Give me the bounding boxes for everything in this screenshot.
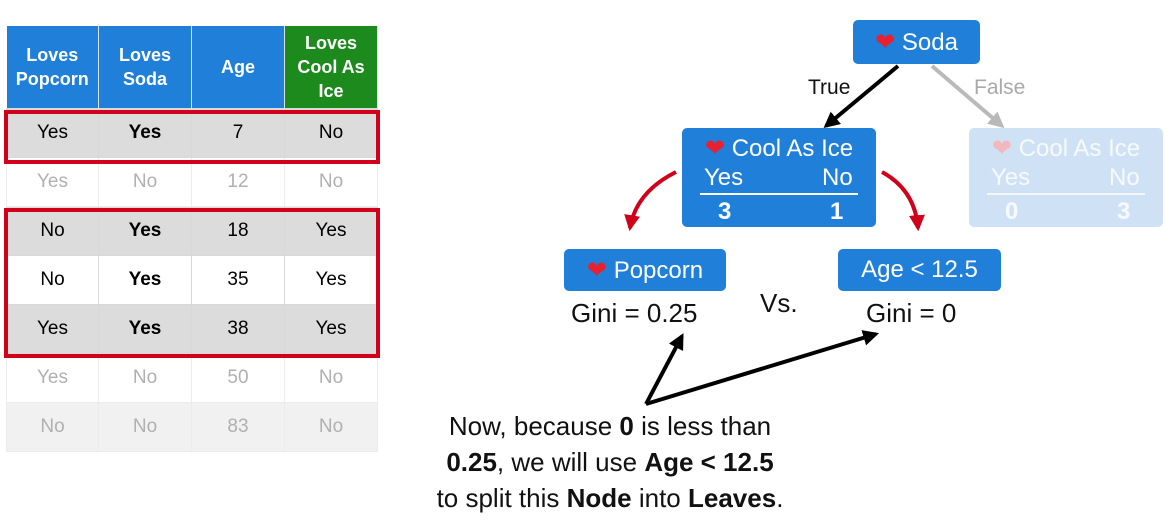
cell-cool-as-ice: Yes	[284, 206, 378, 256]
divider	[987, 193, 1145, 195]
cell-soda: Yes	[98, 108, 192, 158]
cell-age: 12	[191, 157, 285, 207]
pointer-arrow-gini-popcorn	[644, 333, 684, 405]
cell-soda: No	[98, 157, 192, 207]
edge-label-false: False	[974, 76, 1026, 99]
split-arrow-right	[881, 170, 925, 232]
option-node-popcorn: ❤ Popcorn	[564, 249, 726, 291]
cell-popcorn: No	[6, 402, 99, 452]
cell-age: 83	[191, 402, 285, 452]
row-highlight-box	[4, 208, 380, 358]
heart-icon: ❤	[875, 29, 896, 56]
cell-popcorn: Yes	[6, 157, 99, 207]
table-row: Yes No 50 No	[6, 353, 378, 403]
false-branch-arrow	[930, 64, 1005, 129]
edge-label-true: True	[808, 76, 851, 99]
heart-icon: ❤	[586, 257, 608, 284]
versus-label: Vs.	[760, 288, 798, 318]
option-node-age: Age < 12.5	[838, 249, 1001, 291]
gini-age: Gini = 0	[866, 298, 957, 328]
cell-cool-as-ice: Yes	[284, 304, 378, 354]
gini-popcorn: Gini = 0.25	[571, 298, 698, 328]
table-row: Yes Yes 7 No	[6, 108, 378, 158]
cell-soda: No	[98, 402, 192, 452]
root-node-soda: ❤ Soda	[853, 20, 980, 64]
table-row: No No 83 No	[6, 402, 378, 452]
cell-cool-as-ice: No	[284, 353, 378, 403]
yes-count: 0	[1005, 198, 1019, 225]
true-branch-arrow	[823, 64, 900, 129]
cell-popcorn: No	[6, 206, 99, 256]
heart-icon: ❤	[704, 135, 726, 162]
yes-label: Yes	[991, 164, 1031, 191]
cell-cool-as-ice: No	[284, 157, 378, 207]
explanation-line-2: 0.25, we will use Age < 12.5	[446, 447, 774, 477]
cell-popcorn: Yes	[6, 108, 99, 158]
yes-count: 3	[718, 198, 732, 225]
yes-label: Yes	[704, 164, 744, 191]
explanation-line-1: Now, because 0 is less than	[448, 411, 772, 441]
explanation-line-3: to split this Node into Leaves.	[436, 483, 784, 513]
no-count: 1	[830, 198, 844, 225]
divider	[700, 193, 858, 195]
cell-age: 38	[191, 304, 285, 354]
no-label: No	[1109, 164, 1140, 191]
cell-soda: Yes	[98, 206, 192, 256]
table-row: Yes No 12 No	[6, 157, 378, 207]
header-age: Age	[191, 26, 285, 109]
table-row: No Yes 35 Yes	[6, 255, 378, 305]
explanation-text: Now, because 0 is less than 0.25, we wil…	[395, 408, 825, 516]
heart-icon: ❤	[991, 135, 1013, 162]
cell-popcorn: Yes	[6, 353, 99, 403]
no-count: 3	[1117, 198, 1131, 225]
node-cool-as-ice-true: ❤ Cool As Ice Yes No 3 1	[682, 128, 876, 227]
cell-soda: Yes	[98, 255, 192, 305]
split-arrow-left	[624, 170, 677, 232]
row-highlight-box	[4, 110, 380, 164]
pointer-arrow-gini-age	[645, 330, 880, 406]
table-row: Yes Yes 38 Yes	[6, 304, 378, 354]
node-cool-as-ice-false: ❤ Cool As Ice Yes No 0 3	[969, 128, 1163, 227]
cell-soda: Yes	[98, 304, 192, 354]
cell-cool-as-ice: Yes	[284, 255, 378, 305]
no-label: No	[822, 164, 853, 191]
cell-cool-as-ice: No	[284, 402, 378, 452]
